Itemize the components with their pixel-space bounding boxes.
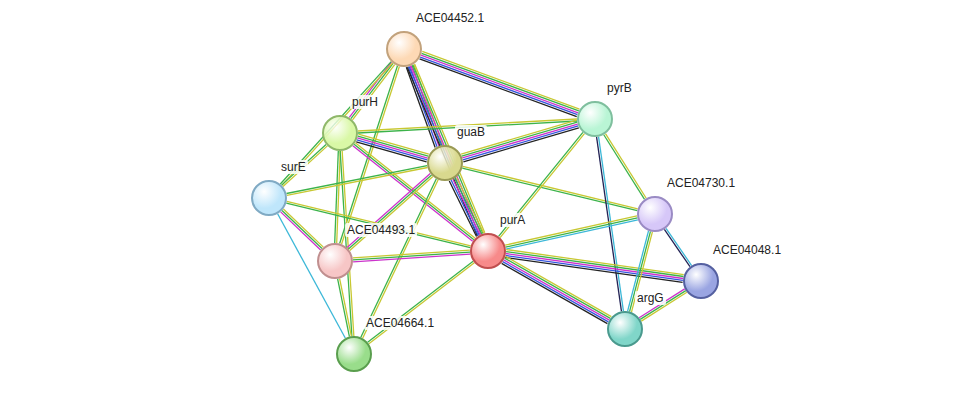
protein-node: ACE04452.1 [386,31,422,67]
evidence-line [605,134,646,199]
interaction-edge [505,250,683,283]
evidence-line [420,57,577,115]
interaction-edge [499,132,585,237]
interaction-edge [502,256,612,323]
evidence-line [506,250,683,275]
node-label: ACE04493.1 [345,223,417,237]
interaction-edge [286,201,470,247]
evidence-line [335,151,339,243]
interaction-edge [349,62,394,120]
interaction-edge [338,278,352,336]
evidence-line [504,260,610,320]
evidence-line [353,252,470,260]
protein-node: surE [251,180,287,216]
evidence-line [351,63,393,118]
evidence-line [506,252,683,277]
evidence-line [287,201,471,246]
interaction-edge [664,228,691,266]
evidence-line [455,178,482,234]
evidence-line [286,203,470,248]
evidence-line [369,263,474,344]
evidence-line [604,135,645,200]
interaction-edge [335,151,341,243]
evidence-line [422,51,579,109]
interaction-edge [281,209,324,250]
node-label: ACE04664.1 [364,316,436,330]
evidence-line [666,228,692,265]
evidence-line [413,65,483,234]
protein-node: ACE04730.1 [637,196,673,232]
evidence-line [451,180,478,236]
evidence-line [506,254,683,279]
interaction-edge [604,134,646,200]
evidence-line [499,132,583,236]
evidence-line [506,256,612,316]
evidence-line [340,66,398,244]
node-label: pyrB [605,81,634,95]
evidence-line [409,66,479,235]
node-label: guaB [455,125,487,139]
interaction-edge [368,261,475,344]
node-label: ACE04048.1 [711,243,783,257]
node-label: purH [350,95,380,109]
node-label: surE [279,160,308,174]
evidence-line [449,181,476,237]
evidence-line [502,263,608,323]
evidence-line [453,179,480,235]
evidence-line [462,168,637,211]
interaction-edge [449,177,483,236]
evidence-line [283,209,323,247]
protein-node: ACE04664.1 [336,336,372,372]
protein-node: argG [607,311,643,347]
protein-node: pyrB [577,101,613,137]
protein-node: ACE04048.1 [683,263,719,299]
evidence-line [505,258,611,318]
node-label: ACE04452.1 [414,11,486,25]
node-label: ACE04730.1 [665,176,737,190]
protein-node: purH [322,115,358,151]
protein-node: ACE04493.1 [317,243,353,279]
evidence-line [420,59,577,117]
evidence-line [664,229,690,266]
evidence-line [282,210,322,248]
interaction-edge [420,51,580,116]
evidence-line [421,55,578,113]
evidence-line [340,278,352,336]
evidence-line [353,254,470,262]
protein-node: guaB [427,145,463,181]
evidence-line [348,175,431,249]
evidence-line [287,167,428,195]
evidence-line [338,279,350,337]
evidence-line [358,134,428,154]
evidence-line [422,53,579,111]
evidence-line [368,261,473,342]
node-label: argG [635,291,666,305]
interaction-edge [340,66,400,244]
node-label: purA [498,213,527,227]
evidence-line [353,250,470,258]
evidence-line [503,262,609,322]
protein-node: purA [470,233,506,269]
interaction-edge [353,250,470,262]
